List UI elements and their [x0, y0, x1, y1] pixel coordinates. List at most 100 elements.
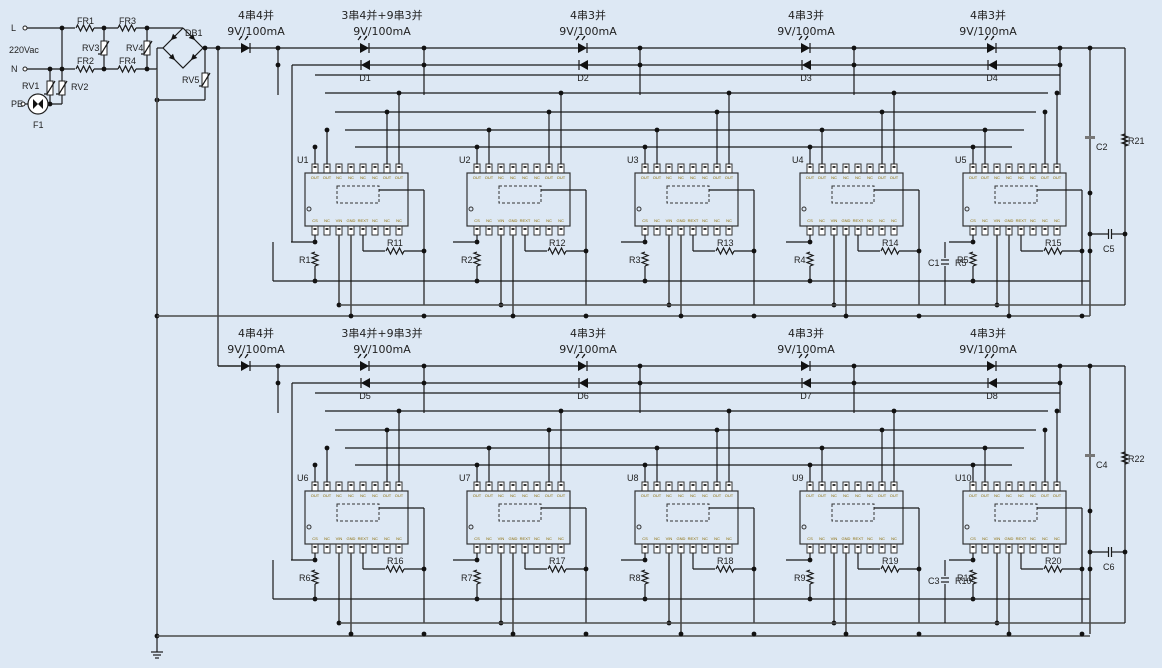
ic-pin-mark [1043, 546, 1047, 548]
ic-pin-mark [727, 166, 731, 168]
ic-pin [677, 543, 685, 554]
ic-pin-mark [1019, 228, 1023, 230]
decoupling-cap-label: C6 [1103, 562, 1115, 572]
led-group-rating: 9V/100mA [227, 25, 285, 38]
diode-triangle [988, 378, 997, 388]
junction-dot [1087, 549, 1093, 555]
ic-pin-label: OUT [713, 175, 722, 180]
ic-pin-label: OUT [485, 493, 494, 498]
junction-dot [891, 90, 897, 96]
ic-pin1-marker [801, 206, 807, 212]
diode-triangle [361, 378, 370, 388]
fr1-resistor [75, 23, 95, 33]
ic-pin-label: NC [396, 536, 402, 541]
ic-pin [665, 481, 673, 492]
junction-dot [843, 631, 849, 637]
junction-dot [751, 313, 757, 319]
ic-pin-mark [868, 546, 872, 548]
led-arrow-head [246, 354, 248, 357]
ic-pin-mark [655, 484, 659, 486]
diode-label: D1 [359, 73, 371, 83]
ic-pin [473, 225, 481, 236]
sense-resistor-label: R6 [299, 573, 311, 583]
junction-dot [1057, 363, 1063, 369]
ic-pin-label: REXT [1016, 536, 1027, 541]
junction-dot [144, 25, 150, 31]
ic-pin-mark [349, 484, 353, 486]
led-group-config: 4串3并 [788, 326, 824, 340]
sense-resistor [805, 569, 815, 585]
junction-dot [421, 363, 427, 369]
led-arrow-head [240, 36, 242, 39]
sense-resistor [472, 251, 482, 267]
ic-pin-label: OUT [383, 175, 392, 180]
junction-dot [275, 363, 281, 369]
upper-driver-row: 4串4并9V/100mA3串4并+9串3并9V/100mA4串3并9V/100m… [218, 8, 1145, 319]
ic-pin1-marker [306, 524, 312, 530]
ic-pin-label: GND [842, 536, 851, 541]
ic-pin-mark [880, 228, 884, 230]
rext-resistor-label: R20 [1045, 556, 1062, 566]
capacitor-plate [1085, 454, 1095, 457]
ic-pin-label: NC [654, 536, 660, 541]
ic-pin-label: NC [348, 493, 354, 498]
ic-pin-mark [703, 484, 707, 486]
ic-pin [725, 225, 733, 236]
ic-pin-mark [715, 228, 719, 230]
diode-label: D5 [359, 391, 371, 401]
ic-pin-label: OUT [806, 175, 815, 180]
junction-dot [421, 380, 427, 386]
ic-pin-mark [373, 546, 377, 548]
ic-pin-mark [727, 546, 731, 548]
ic-pin-label: CS [807, 536, 813, 541]
ic-pin [842, 481, 850, 492]
ic-pin1-marker [964, 524, 970, 530]
led-group-rating: 9V/100mA [777, 25, 835, 38]
ic-pin-label: CS [970, 218, 976, 223]
junction-dot [396, 90, 402, 96]
ic-thermal-pad [994, 185, 1038, 204]
ic-pin-mark [547, 228, 551, 230]
rv3-varistor [98, 40, 110, 56]
ic-pin-mark [475, 228, 479, 230]
ic-pin-mark [1007, 484, 1011, 486]
ic-body [962, 490, 1067, 545]
ic-pin [521, 543, 529, 554]
ic-pin [854, 543, 862, 554]
rv2-label: RV2 [71, 82, 88, 92]
ic-pin-mark [715, 484, 719, 486]
junction-dot [1079, 248, 1085, 254]
ic-pin-mark [535, 484, 539, 486]
ic-pin-mark [559, 166, 563, 168]
ic-pin-label: OUT [890, 493, 899, 498]
ic-pin-mark [856, 228, 860, 230]
ic-pin-label: NC [994, 175, 1000, 180]
led-group-config: 4串3并 [570, 8, 606, 22]
ic-pin [653, 481, 661, 492]
ic-pin [557, 163, 565, 174]
junction-dot [202, 45, 208, 51]
ic-pin [347, 225, 355, 236]
ic-pin [1029, 163, 1037, 174]
ic-pin-mark [892, 484, 896, 486]
ic-pin [383, 225, 391, 236]
junction-dot [916, 566, 922, 572]
ic-pin [969, 225, 977, 236]
junction-dot [486, 445, 492, 451]
ic-pin [371, 163, 379, 174]
ic-pin [323, 481, 331, 492]
ic-pin-mark [487, 228, 491, 230]
ic-pin [311, 481, 319, 492]
ic-pin-label: GND [1005, 536, 1014, 541]
ic-pin [981, 163, 989, 174]
ic-pin-mark [820, 228, 824, 230]
diode-triangle [360, 361, 369, 371]
ic-pin-mark [325, 484, 329, 486]
ic-pin-label: REXT [853, 536, 864, 541]
ic-pin-label: NC [1030, 175, 1036, 180]
rext-resistor-label: R16 [387, 556, 404, 566]
junction-dot [637, 363, 643, 369]
junction-dot [1079, 313, 1085, 319]
ic-pin-mark [820, 546, 824, 548]
